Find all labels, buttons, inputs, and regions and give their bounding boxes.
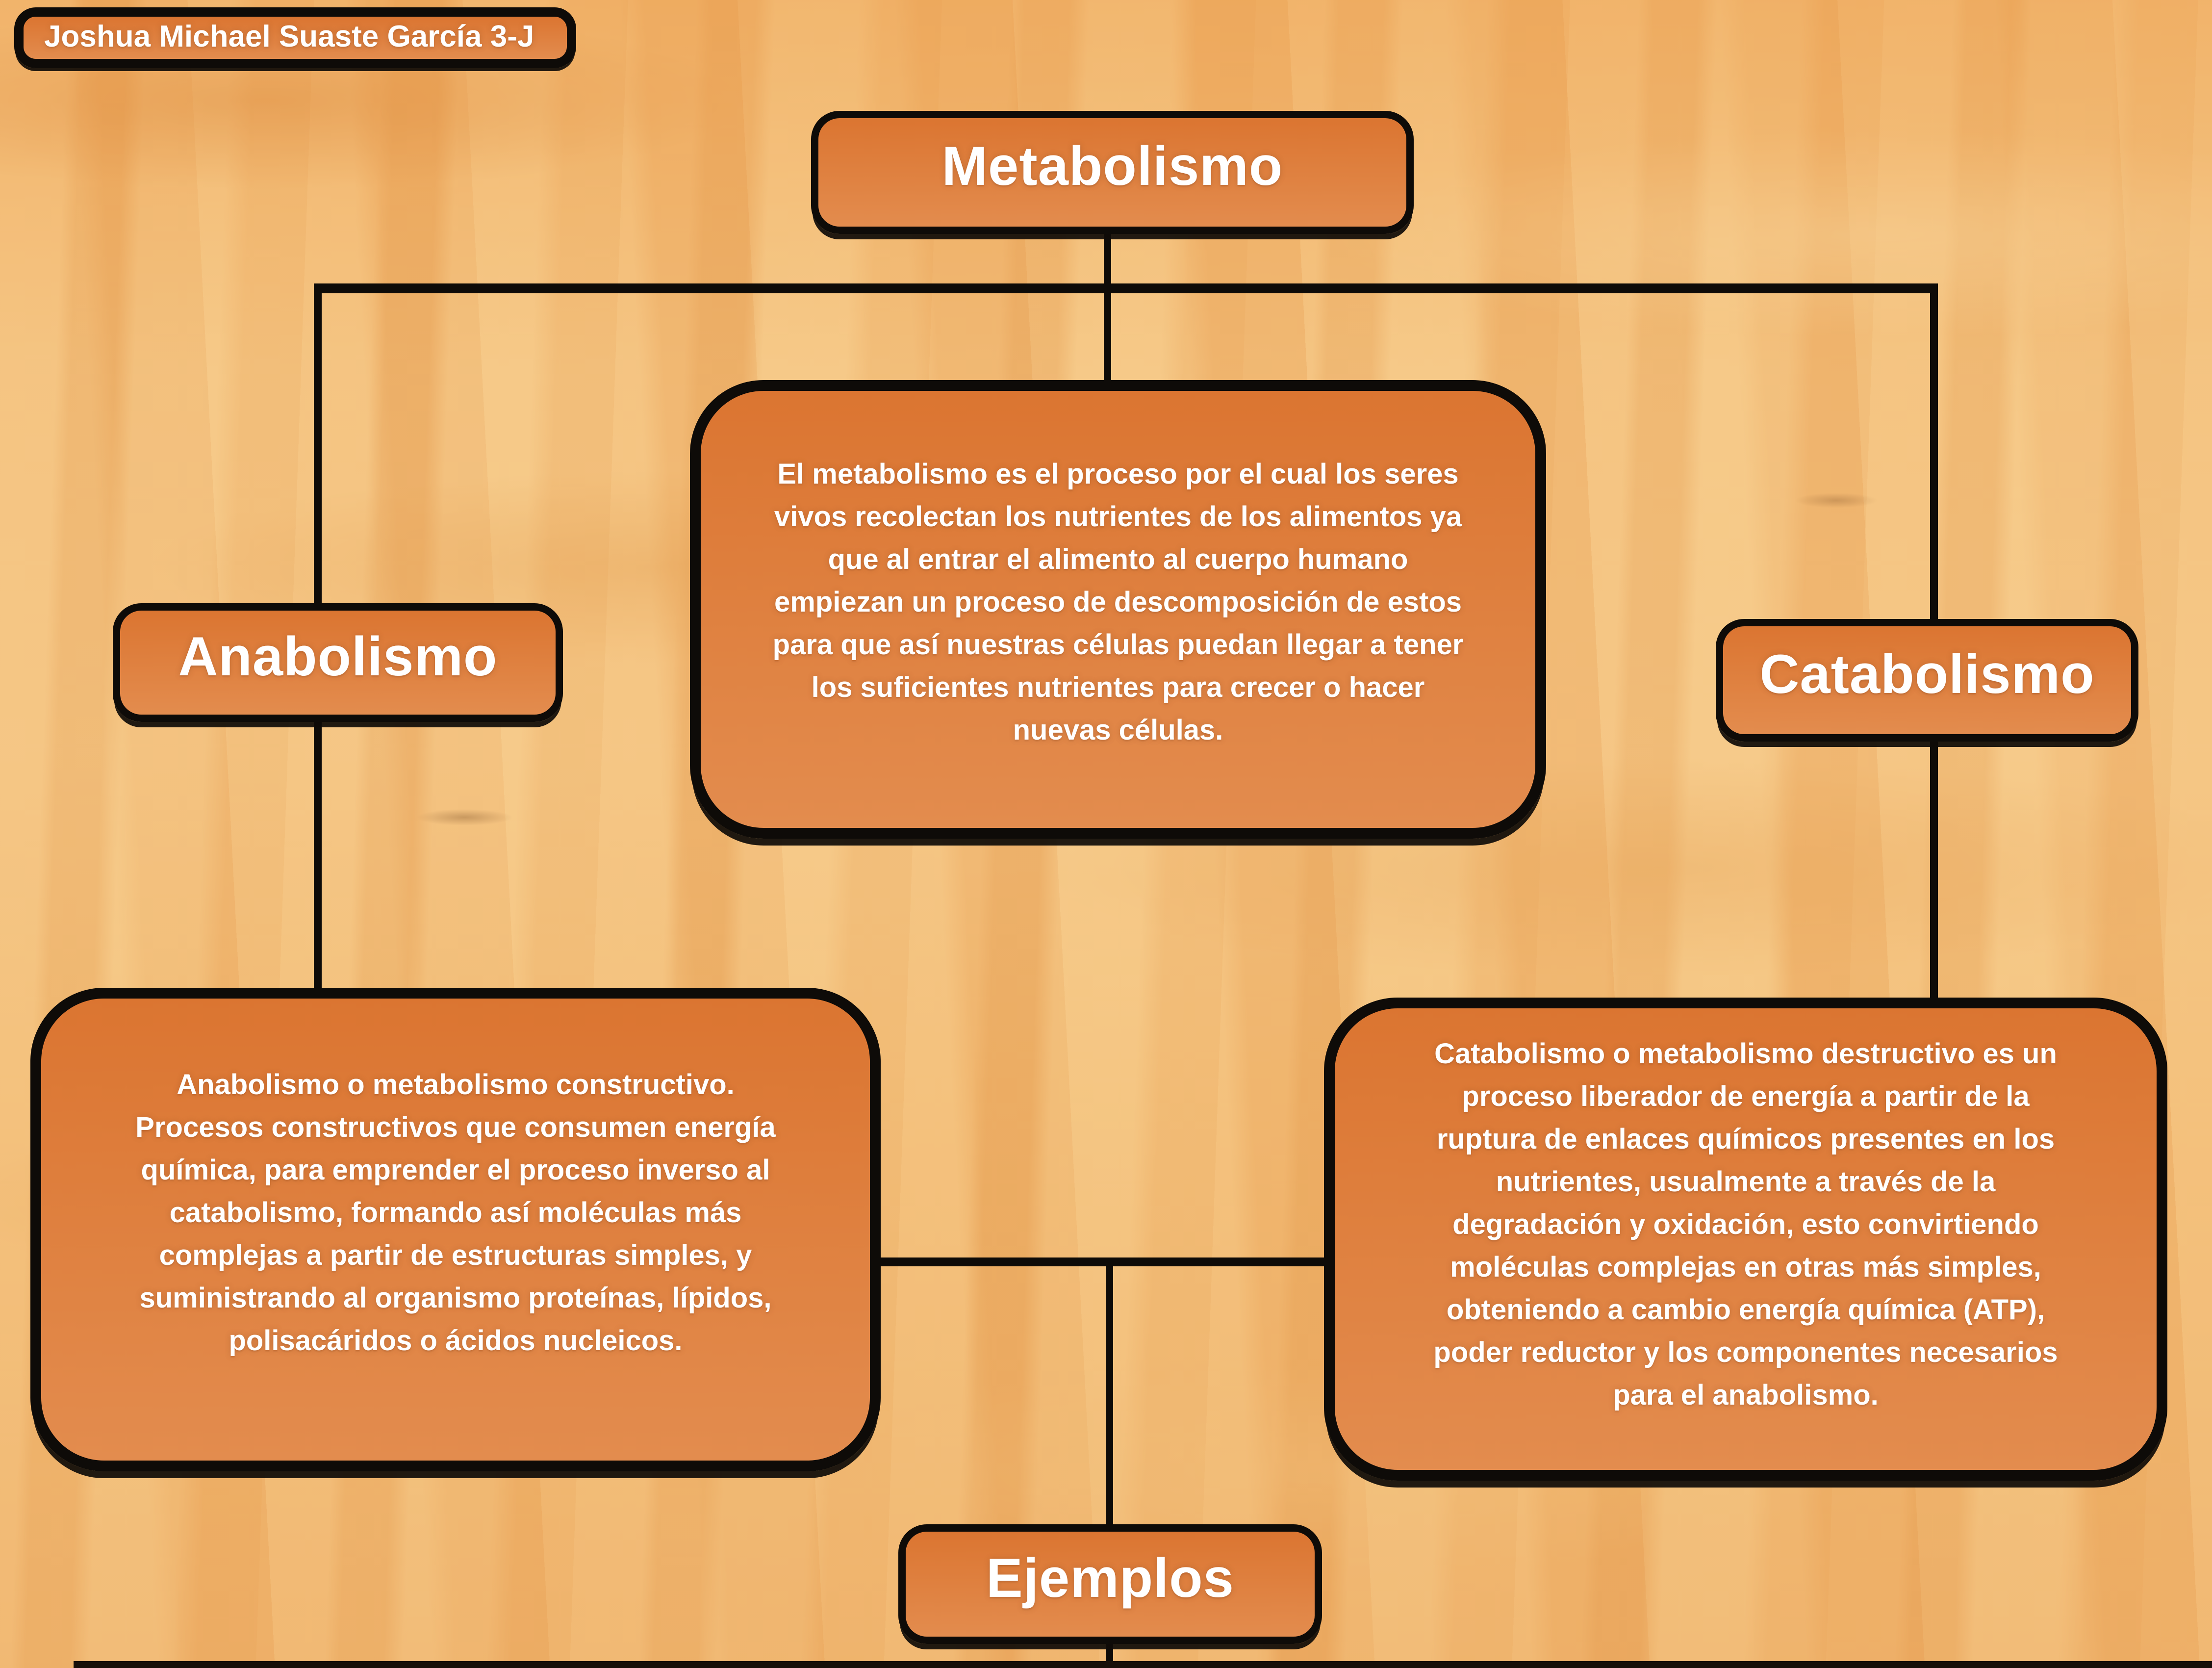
node-catabolismo: Catabolismo (1716, 619, 2138, 742)
node-catabolismo-definition: Catabolismo o metabolismo destructivo es… (1324, 998, 2167, 1481)
node-metabolismo-definition: El metabolismo es el proceso por el cual… (690, 380, 1546, 839)
connector-ejemplos-up (1106, 1257, 1113, 1532)
node-catabolismo-definition-text: Catabolismo o metabolismo destructivo es… (1433, 1038, 2058, 1411)
connector-metabolismo-down (1104, 226, 1111, 294)
node-ejemplos: Ejemplos (898, 1524, 1322, 1644)
node-anabolismo-definition-text: Anabolismo o metabolismo constructivo. P… (135, 1068, 776, 1357)
connector-top-horizontal (316, 283, 1938, 293)
node-anabolismo: Anabolismo (113, 603, 563, 722)
connector-bottom-horizontal (878, 1257, 1329, 1266)
author-badge: Joshua Michael Suaste García 3-J (14, 7, 576, 68)
cutoff-box-top-edge (74, 1661, 2212, 1668)
node-catabolismo-label: Catabolismo (1759, 643, 2095, 705)
node-anabolismo-definition: Anabolismo o metabolismo constructivo. P… (30, 988, 881, 1471)
author-badge-label: Joshua Michael Suaste García 3-J (44, 19, 534, 53)
node-metabolismo-definition-text: El metabolismo es el proceso por el cual… (772, 458, 1464, 746)
node-metabolismo-label: Metabolismo (941, 135, 1283, 197)
node-ejemplos-label: Ejemplos (986, 1547, 1234, 1609)
node-anabolismo-label: Anabolismo (178, 625, 498, 687)
connector-center-vertical (1104, 283, 1111, 401)
node-metabolismo: Metabolismo (811, 111, 1414, 234)
